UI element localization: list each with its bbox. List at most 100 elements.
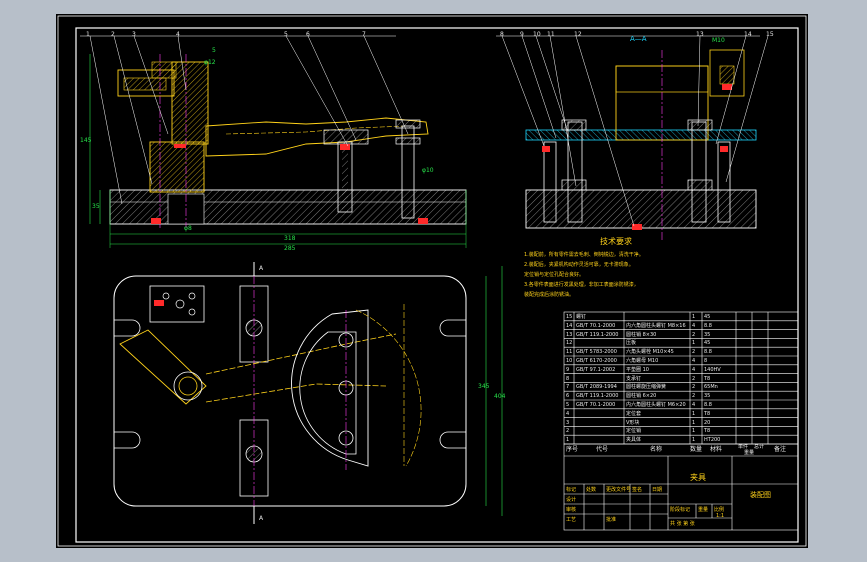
bom-cell: GB/T 97.1-2002 [576,366,616,373]
balloon-12: 12 [574,31,582,38]
bom-cell: 定位销 [626,428,642,435]
tb-count: 处数 [586,487,597,493]
base-plate [109,189,467,225]
dim-phi10: φ10 [422,167,434,174]
bom-header-code: 代号 [596,446,609,453]
bom-cell: 45 [704,314,711,320]
tb-revise: 更改文件号 [606,487,632,493]
clamp-arm [205,117,429,157]
bom-cell: 20 [704,419,711,426]
tb-mark: 标记 [566,487,577,493]
bom-cell: 1 [692,314,696,320]
front-view [80,35,467,248]
tb-ratio-value: 1:1 [716,513,725,519]
bom-cell: 六角螺母 M10 [626,358,659,364]
bom-cell: GB/T 119.1-2000 [576,331,619,338]
drawing-svg [57,15,807,547]
bom-cell: 4 [692,358,696,364]
balloon-9: 9 [520,31,524,38]
balloon-14: 14 [744,31,752,38]
cut-mark-a-top: A [259,265,264,272]
dim-phi8: φ8 [184,225,192,232]
bom-cell: 35 [704,331,711,338]
bom-cell: 8 [566,375,570,382]
dim-345: 345 [478,383,490,390]
bom-cell: 12 [566,340,573,347]
bom-cell: GB/T 5783-2000 [576,349,617,356]
bom-cell: 4 [566,410,570,417]
bom-cell: 8.8 [704,402,712,408]
bom-cell: 4 [692,366,696,373]
bom-cell: 4 [692,402,696,408]
bom-cell: 140HV [704,366,721,373]
bom-cell: GB/T 70.1-2000 [576,402,616,408]
bom-cell: 内六角圆柱头螺钉 M6×20 [626,402,686,408]
bom-cell: 14 [566,322,573,329]
drawing-name: 夹具 [690,473,706,482]
balloon-11: 11 [547,31,555,38]
bom-cell: 1 [566,437,570,444]
tech-req-title: 技术要求 [600,237,632,246]
bom-cell: T8 [704,428,711,435]
bom-cell: V形块 [626,419,640,426]
bom-header-unit: 单件 [738,444,749,450]
bom-header-name: 名称 [650,446,663,453]
top-view [113,262,503,524]
dim-5: 5 [212,47,216,54]
tech-req-line: 1.装配前，所有零件需去毛刺、倒钝锐边，清洗干净。 [524,252,644,258]
dim-m10: M10 [712,37,725,44]
tech-req-list: 1.装配前，所有零件需去毛刺、倒钝锐边，清洗干净。 2.装配后，夹紧机构动作灵活… [524,252,644,302]
support-block [149,141,205,193]
tb-sheet: 共 张 第 张 [670,521,695,527]
dim-145: 145 [80,137,92,144]
bom-cell: 支承钉 [626,375,642,382]
bom-header-seq: 序号 [566,446,579,453]
balloon-1: 1 [86,31,90,38]
bom-cell: 8.8 [704,349,712,356]
bom-cell: 螺钉 [576,314,587,320]
bom-cell: 9 [566,366,570,373]
tech-req-line: 装配完成后涂防锈油。 [524,292,575,298]
tb-process: 工艺 [566,517,577,523]
balloon-5: 5 [284,31,288,38]
bom-cell: 2 [566,428,570,435]
bom-cell: GB/T 2089-1994 [576,384,617,391]
bom-cell: 夹具体 [626,437,642,444]
bom-cell: 1 [692,410,696,417]
top-plate [113,275,467,507]
bom-header-weight: 重量 [744,450,755,456]
dim-phi12: φ12 [204,59,216,66]
drawing-unit: 装配图 [750,491,771,499]
tb-check: 审核 [566,507,577,513]
balloon-2: 2 [111,31,115,38]
tb-date: 日期 [652,487,663,493]
tech-req-line: 2.装配后，夹紧机构动作灵活可靠，无卡滞现象。 [524,262,634,268]
balloon-8: 8 [500,31,504,38]
bom-cell: 圆柱销 8×30 [626,331,657,338]
bom-cell: 35 [704,393,711,400]
balloon-7: 7 [362,31,366,38]
bom-cell: 7 [566,384,570,391]
bom-cell: 定位套 [626,410,642,417]
bom-cell: 2 [692,393,696,400]
dim-404: 404 [494,393,506,400]
tb-stage: 阶段标记 [670,507,691,513]
bom-cell: 1 [692,419,696,426]
tb-weight: 重量 [698,507,709,513]
tb-design: 设计 [566,497,577,503]
outer-frame [57,15,807,547]
bom-header-material: 材料 [710,446,723,453]
balloon-10: 10 [533,31,541,38]
dim-285: 285 [284,245,296,252]
bom-cell: 1 [692,437,696,444]
bom-cell: 内六角圆柱头螺钉 M8×16 [626,322,686,329]
bom-header-remark: 备注 [774,446,787,453]
bom-cell: 10 [566,358,573,364]
tech-req-line: 3.各零件表面进行发黑处理，非加工表面涂防锈漆， [524,282,639,288]
bom-cell: 2 [692,375,696,382]
bom-header-qty: 数量 [690,446,703,453]
bom-cell: 4 [692,322,696,329]
bom-header-total: 总计 [754,444,765,450]
bom-cell: 2 [692,349,696,356]
